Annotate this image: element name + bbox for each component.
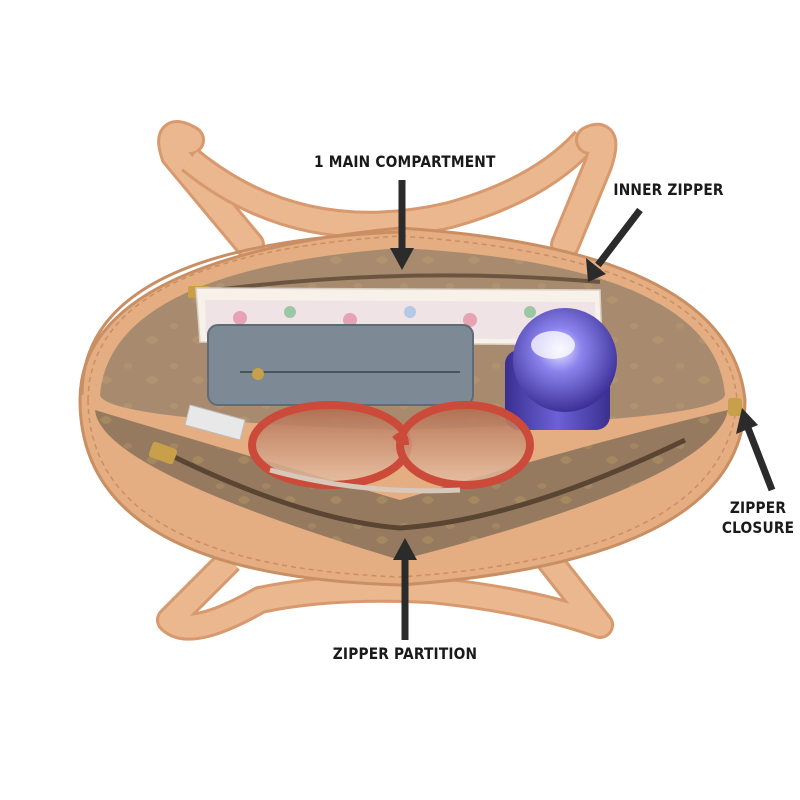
bottom-handles: [156, 546, 614, 641]
partition-zipper: [158, 437, 687, 531]
callout-inner-zipper: INNER ZIPPER: [613, 180, 724, 199]
inner-zipper-track: [199, 273, 601, 294]
water-bottle: [505, 308, 617, 430]
front-partition: [95, 410, 728, 560]
callout-zipper-closure: ZIPPER CLOSURE: [718, 498, 797, 538]
callout-zipper-closure-line2: CLOSURE: [721, 518, 795, 537]
callout-zipper-closure-line1: ZIPPER: [729, 498, 787, 517]
main-zipper-closure: [80, 230, 401, 396]
arrow-up-left-icon: [736, 408, 776, 492]
callout-main-compartment: 1 MAIN COMPARTMENT: [314, 152, 496, 171]
callout-zipper-partition: ZIPPER PARTITION: [332, 644, 478, 663]
top-handles: [157, 120, 618, 260]
arrow-diagonal-icon: [586, 207, 643, 282]
arrow-down-icon: [390, 180, 414, 270]
wallet: [207, 324, 474, 406]
sunglasses: [248, 401, 534, 494]
arrow-up-icon: [393, 538, 417, 640]
